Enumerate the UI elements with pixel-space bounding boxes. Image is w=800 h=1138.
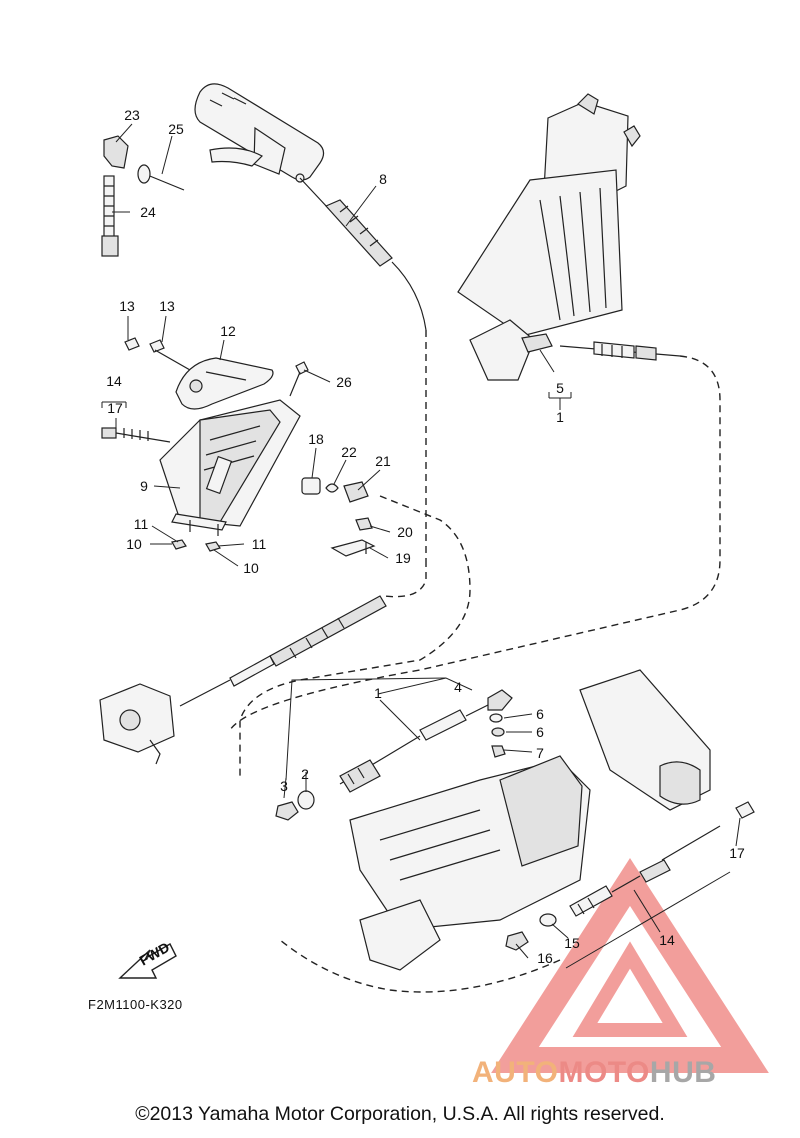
steering-cable-end [229, 341, 721, 731]
callout-3: 3 [280, 778, 288, 794]
shift-cable-1 [339, 703, 491, 793]
callout-17: 17 [729, 845, 745, 861]
brand-moto: MOTO [558, 1056, 650, 1089]
copyright-notice: ©2013 Yamaha Motor Corporation, U.S.A. A… [135, 1103, 665, 1125]
callout-6b: 6 [536, 724, 544, 740]
watermark-logo [491, 858, 769, 1073]
callout-18: 18 [308, 431, 324, 447]
lever-holder-9 [159, 399, 301, 536]
callout-24: 24 [140, 204, 156, 220]
callout-13b: 13 [159, 298, 175, 314]
fwd-arrow-icon: FWD [118, 939, 177, 979]
bolts-13 [124, 337, 191, 371]
callout-numbers: 23 25 24 8 13 13 12 26 14 17 9 18 22 21 … [106, 107, 745, 966]
callout-15: 15 [564, 935, 580, 951]
callout-4: 4 [454, 679, 462, 695]
callout-6a: 6 [536, 706, 544, 722]
callout-26: 26 [336, 374, 352, 390]
callout-19: 19 [395, 550, 411, 566]
clip-22 [325, 483, 339, 493]
steering-cable-14 [279, 801, 755, 993]
leader-lines [101, 123, 741, 969]
callout-1-top: 1 [556, 409, 564, 425]
callout-1: 1 [374, 685, 382, 701]
brand-auto: AUTO [472, 1056, 559, 1089]
washers-6-nut-7 [489, 713, 506, 758]
callout-14: 14 [659, 932, 675, 948]
callout-10-left: 10 [126, 536, 142, 552]
callout-8: 8 [379, 171, 387, 187]
callout-20: 20 [397, 524, 413, 540]
bracket-12 [175, 357, 274, 410]
shift-cable [179, 495, 471, 780]
callout-25: 25 [168, 121, 184, 137]
tie-strap-24 [101, 175, 119, 257]
callout-23: 23 [124, 107, 140, 123]
brand-hub: HUB [649, 1056, 717, 1089]
callout-13a: 13 [119, 298, 135, 314]
callout-11-left: 11 [134, 516, 149, 532]
part-code: F2M1100-K320 [88, 997, 183, 1012]
ball-joint-4 [487, 689, 513, 711]
pump-body [349, 755, 591, 971]
callout-12: 12 [220, 323, 236, 339]
rivet-25 [137, 164, 185, 191]
nut-20 [355, 517, 373, 531]
callout-21: 21 [375, 453, 391, 469]
cable-end-5 [521, 333, 553, 353]
screw-26 [289, 361, 309, 397]
nozzle-housing [579, 669, 711, 811]
throttle-grip-assembly [194, 83, 325, 183]
cable-end-17-top [101, 427, 171, 443]
joint-21 [343, 481, 369, 503]
watermark-brand: AUTOMOTOHUB [472, 1056, 716, 1090]
clip-23 [103, 135, 129, 169]
callout-16: 16 [537, 950, 553, 966]
callout-2: 2 [301, 766, 309, 782]
steering-column [457, 93, 641, 381]
throttle-cable [299, 177, 427, 560]
callout-22: 22 [341, 444, 357, 460]
callout-7: 7 [536, 745, 544, 761]
linkage-assembly [99, 683, 175, 765]
callout-17-top: 17 [107, 400, 123, 416]
callout-10-right: 10 [243, 560, 259, 576]
collar-18 [301, 477, 321, 495]
callout-9: 9 [140, 478, 148, 494]
nuts-10-11 [171, 539, 221, 552]
callout-11-right: 11 [252, 536, 267, 552]
callout-5: 5 [556, 380, 564, 396]
nut-3-washer-2 [275, 790, 315, 821]
callout-14-top: 14 [106, 373, 122, 389]
bracket-19 [330, 539, 376, 557]
